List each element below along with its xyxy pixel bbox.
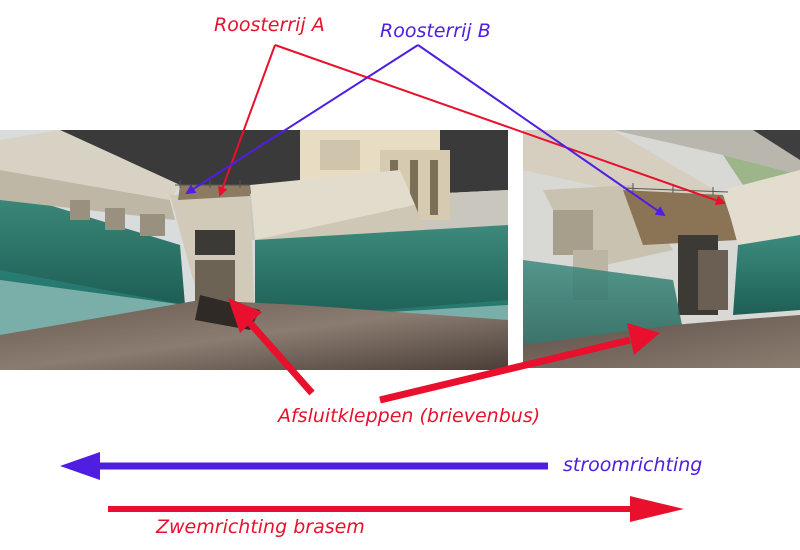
roosterrij-b-left-pointer [185, 44, 419, 195]
roosterrij-a-right-pointer [274, 44, 726, 206]
afsluitkleppen-left-arrow [228, 298, 315, 396]
afsluitkleppen-label: Afsluitkleppen (brievenbus) [278, 405, 541, 427]
roosterrij-a-left-pointer [218, 44, 276, 197]
stroomrichting-label: stroomrichting [563, 454, 703, 476]
zwemrichting-label: Zwemrichting brasem [156, 516, 365, 538]
afsluitkleppen-right-arrow [379, 323, 660, 404]
roosterrij-a-label: Roosterrij A [214, 14, 325, 36]
stroomrichting-arrow [60, 452, 548, 480]
left-model-photo [0, 130, 508, 370]
zwemrichting-arrow [108, 496, 684, 522]
roosterrij-b-label: Roosterrij B [380, 20, 491, 42]
roosterrij-b-right-pointer [417, 44, 666, 217]
